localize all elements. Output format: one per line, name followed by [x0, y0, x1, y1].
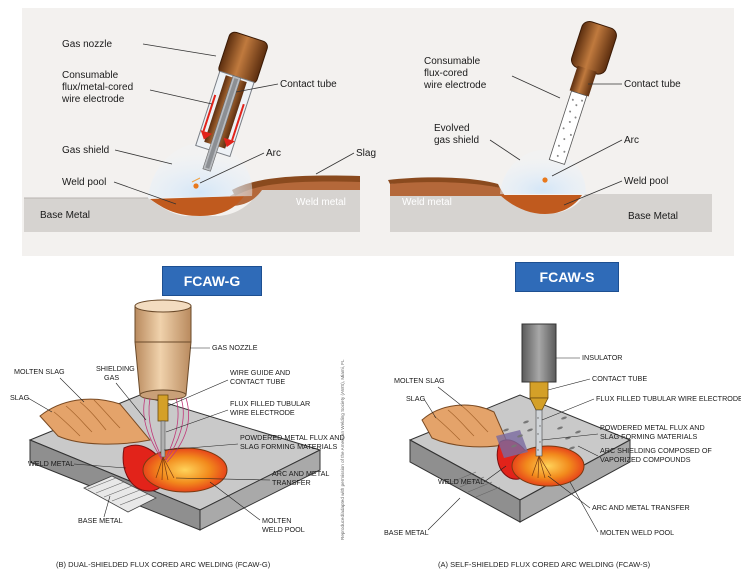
label-molten-pool-s: MOLTEN WELD POOL — [600, 528, 674, 537]
base-metal-shape-right — [390, 194, 712, 232]
label-weld-metal: Weld metal — [296, 197, 346, 208]
top-right-labels: Consumable flux-cored wire electrode Con… — [402, 56, 681, 222]
caption-fcaw-s: (A) SELF-SHIELDED FLUX CORED ARC WELDING… — [438, 560, 651, 569]
evolved-shield-shape — [500, 149, 586, 194]
label-slag: Slag — [356, 148, 376, 159]
label-base-metal-s: BASE METAL — [384, 528, 429, 537]
label-gas-nozzle: Gas nozzle — [62, 39, 112, 50]
label-molten-2: WELD POOL — [262, 525, 305, 534]
label-slag-b: SLAG — [10, 393, 30, 402]
label-flux-1: FLUX FILLED TUBULAR — [230, 399, 310, 408]
label-arc: Arc — [266, 148, 281, 159]
label-consumable-2: flux/metal-cored — [62, 82, 133, 93]
label-flux-s: FLUX FILLED TUBULAR WIRE ELECTRODE — [596, 394, 741, 403]
base-metal-shape — [24, 190, 360, 232]
label-arc-2: TRANSFER — [272, 478, 311, 487]
label-powder-1-s: POWDERED METAL FLUX AND — [600, 423, 705, 432]
label-powder-2-s: SLAG FORMING MATERIALS — [600, 432, 698, 441]
credit-text: Reproduced/adapted with permission of th… — [340, 359, 345, 540]
label-powder-2: SLAG FORMING MATERIALS — [240, 442, 338, 451]
label-wire-guide-1: WIRE GUIDE AND — [230, 368, 290, 377]
caption-fcaw-g: (B) DUAL-SHIELDED FLUX CORED ARC WELDING… — [56, 560, 271, 569]
label-contact-tube-right: Contact tube — [624, 79, 681, 90]
weld-pool-shape — [150, 196, 244, 216]
label-flux-2: WIRE ELECTRODE — [230, 408, 295, 417]
label-weld-pool-right: Weld pool — [624, 176, 668, 187]
slag-shape — [232, 175, 360, 196]
bottom-left-diagram — [28, 299, 322, 531]
label-molten-slag-b: MOLTEN SLAG — [14, 367, 65, 376]
label-arc-transfer-s: ARC AND METAL TRANSFER — [592, 503, 690, 512]
label-slag-s: SLAG — [406, 394, 426, 403]
label-arc-right: Arc — [624, 135, 639, 146]
label-powder-1: POWDERED METAL FLUX AND — [240, 433, 345, 442]
label-evolved-1: Evolved — [434, 123, 470, 134]
top-left-diagram — [24, 31, 360, 232]
label-consumable-3-right: wire electrode — [423, 80, 487, 91]
tag-fcaw-g: FCAW-G — [162, 266, 262, 296]
label-weld-metal-b: WELD METAL — [28, 459, 74, 468]
label-base-metal-b: BASE METAL — [78, 516, 123, 525]
label-weld-metal-right: Weld metal — [402, 197, 452, 208]
top-left-labels: Gas nozzle Consumable flux/metal-cored w… — [40, 39, 376, 221]
label-base-metal-right: Base Metal — [628, 211, 678, 222]
weld-pool-shape-right — [500, 195, 582, 214]
label-consumable-2-right: flux-cored — [424, 68, 468, 79]
label-base-metal: Base Metal — [40, 210, 90, 221]
label-molten-1: MOLTEN — [262, 516, 291, 525]
label-weld-metal-s: WELD METAL — [438, 477, 484, 486]
label-consumable-3: wire electrode — [61, 94, 125, 105]
bottom-right-labels: INSULATOR CONTACT TUBE MOLTEN SLAG FLUX … — [384, 353, 741, 537]
label-contact-tube-s: CONTACT TUBE — [592, 374, 647, 383]
label-evolved-2: gas shield — [434, 135, 479, 146]
label-gas-shield: Gas shield — [62, 145, 109, 156]
arc-droplet-right — [542, 177, 548, 183]
top-right-diagram — [388, 20, 712, 232]
bottom-right-diagram — [408, 323, 632, 523]
label-arc-1: ARC AND METAL — [272, 469, 329, 478]
label-molten-slag-s: MOLTEN SLAG — [394, 376, 445, 385]
label-wire-guide-2: CONTACT TUBE — [230, 377, 285, 386]
label-weld-pool: Weld pool — [62, 177, 106, 188]
label-arc-shield-1: ARC SHIELDING COMPOSED OF — [600, 446, 712, 455]
label-gas-nozzle-b: GAS NOZZLE — [212, 343, 258, 352]
label-shielding-1: SHIELDING — [96, 364, 135, 373]
tag-fcaw-s: FCAW-S — [515, 262, 619, 292]
arc-droplet — [193, 183, 199, 189]
weld-metal-shape-right — [390, 181, 505, 196]
label-arc-shield-2: VAPORIZED COMPOUNDS — [600, 455, 691, 464]
label-consumable-1-right: Consumable — [424, 56, 481, 67]
bottom-left-labels: GAS NOZZLE MOLTEN SLAG SHIELDING GAS SLA… — [10, 343, 345, 534]
label-insulator: INSULATOR — [582, 353, 622, 362]
label-shielding-2: GAS — [104, 373, 119, 382]
gas-shield-shape — [148, 143, 253, 198]
label-consumable-1: Consumable — [62, 70, 119, 81]
label-contact-tube: Contact tube — [280, 79, 337, 90]
slag-shape-right — [388, 177, 500, 188]
